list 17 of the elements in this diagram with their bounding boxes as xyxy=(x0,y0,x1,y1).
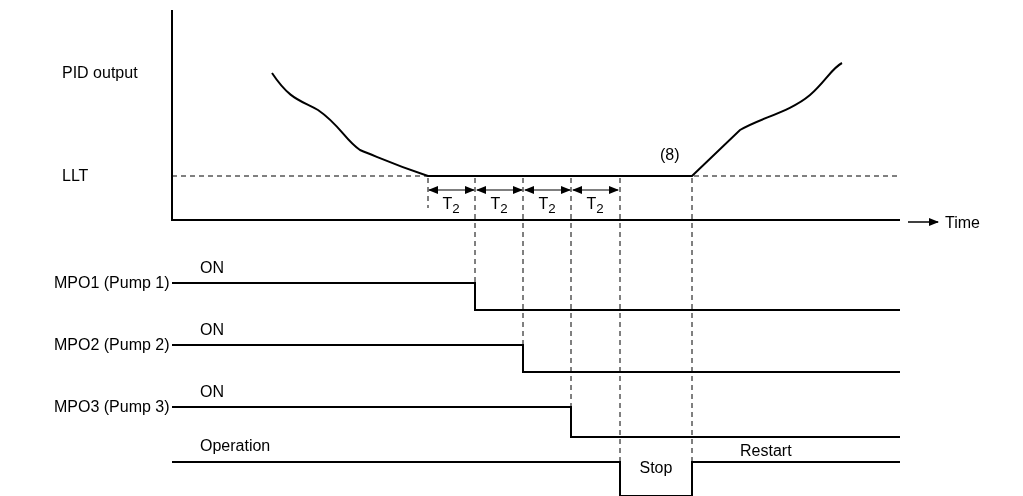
state-label: Stop xyxy=(639,459,673,477)
interval-label: T$_{2}$ xyxy=(586,195,604,219)
state-label: ON xyxy=(200,383,224,401)
state-label: Operation xyxy=(200,437,271,455)
state-label: ON xyxy=(200,321,224,339)
interval-label: T$_{2}$ xyxy=(442,195,460,219)
axis-label: PID output xyxy=(62,64,138,82)
signal-label: MPO1 (Pump 1) xyxy=(54,274,170,292)
signal-label: MPO2 (Pump 2) xyxy=(54,336,170,354)
callout-number: (8) xyxy=(660,146,680,164)
state-label: ON xyxy=(200,259,224,277)
interval-label: T$_{2}$ xyxy=(538,195,556,219)
state-label: Restart xyxy=(740,442,792,460)
threshold-label: LLT xyxy=(62,167,89,185)
signal-label: MPO3 (Pump 3) xyxy=(54,398,170,416)
axis-label: Time xyxy=(945,214,980,232)
interval-label: T$_{2}$ xyxy=(490,195,508,219)
